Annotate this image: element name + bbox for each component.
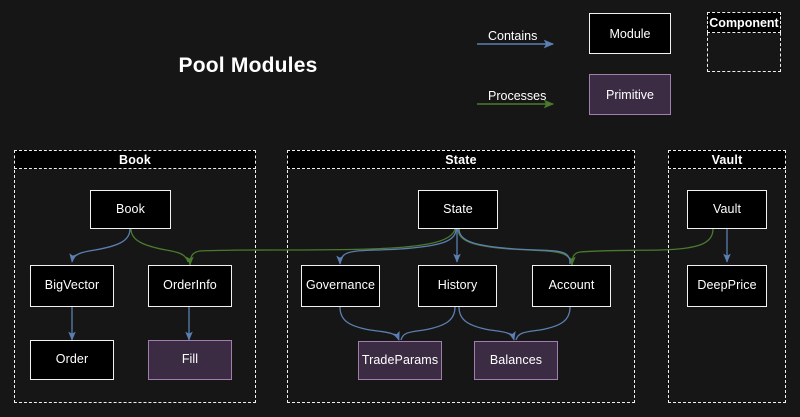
node-governance[interactable]: Governance xyxy=(301,265,380,307)
legend-processes-label: Processes xyxy=(488,89,547,103)
node-bigvector[interactable]: BigVector xyxy=(30,265,114,307)
node-account[interactable]: Account xyxy=(532,265,611,307)
node-history-label: History xyxy=(437,278,478,293)
legend-module-box: Module xyxy=(589,13,671,54)
node-vault-label: Vault xyxy=(712,201,742,216)
group-vault-title: Vault xyxy=(668,150,786,169)
node-governance-label: Governance xyxy=(305,278,376,293)
node-orderinfo-label: OrderInfo xyxy=(163,278,217,293)
edge-state-account-contains xyxy=(458,228,571,265)
node-deepprice-label: DeepPrice xyxy=(697,278,757,293)
group-book-title: Book xyxy=(14,150,256,169)
node-order-label: Order xyxy=(55,352,89,367)
node-deepprice[interactable]: DeepPrice xyxy=(687,265,767,307)
node-bigvector-label: BigVector xyxy=(44,278,100,293)
legend-contains-label: Contains xyxy=(488,29,538,43)
edge-history-balances xyxy=(458,306,516,341)
node-fill[interactable]: Fill xyxy=(148,340,232,380)
edge-state-orderinfo xyxy=(186,228,456,266)
edge-history-tradeparams xyxy=(400,306,456,341)
edge-account-balances xyxy=(515,306,571,341)
node-book-label: Book xyxy=(116,201,145,216)
node-state-label: State xyxy=(443,201,473,216)
edge-governance-tradeparams xyxy=(339,306,400,341)
legend-primitive-label: Primitive xyxy=(606,87,654,102)
node-order[interactable]: Order xyxy=(30,340,114,380)
node-tradeparams[interactable]: TradeParams xyxy=(358,341,442,380)
page-title: Pool Modules xyxy=(178,54,318,77)
legend-primitive-box: Primitive xyxy=(589,74,671,115)
edge-book-orderinfo-processes xyxy=(130,228,189,263)
edge-state-account xyxy=(457,228,573,266)
group-state-title: State xyxy=(287,150,635,169)
node-book[interactable]: Book xyxy=(90,190,171,229)
node-history[interactable]: History xyxy=(418,265,497,307)
node-account-label: Account xyxy=(548,278,595,293)
legend-module-label: Module xyxy=(609,26,651,41)
node-vault[interactable]: Vault xyxy=(687,190,767,229)
node-tradeparams-label: TradeParams xyxy=(361,352,439,367)
edge-book-bigvector xyxy=(69,228,131,263)
node-balances-label: Balances xyxy=(489,352,543,367)
node-fill-label: Fill xyxy=(181,352,199,367)
legend-component-title: Component xyxy=(707,12,781,33)
node-state[interactable]: State xyxy=(418,190,498,229)
edge-state-governance xyxy=(336,228,457,265)
node-orderinfo[interactable]: OrderInfo xyxy=(148,265,232,307)
node-balances[interactable]: Balances xyxy=(474,341,558,380)
edge-vault-account xyxy=(568,228,714,266)
